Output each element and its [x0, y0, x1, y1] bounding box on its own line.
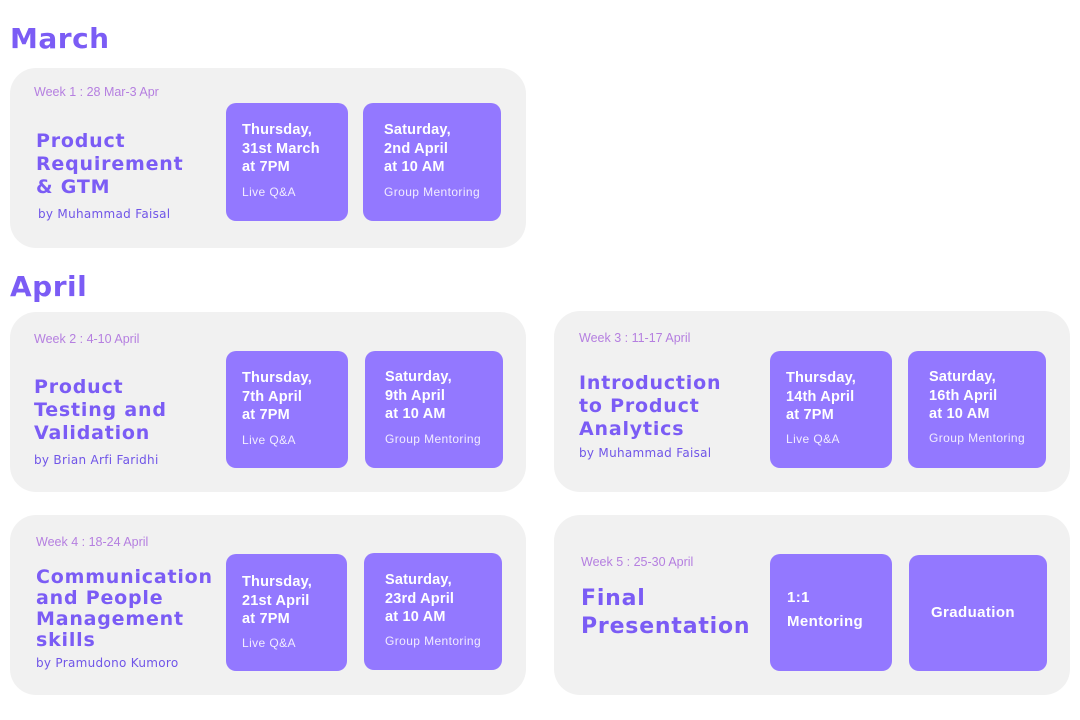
- event-type: Group Mentoring: [384, 185, 481, 199]
- event-type: Live Q&A: [242, 636, 296, 650]
- week-label: Week 4 : 18-24 April: [36, 535, 149, 549]
- event-date: Saturday, 16th April at 10 AM: [929, 369, 998, 422]
- session-title: Product Requirement & GTM: [36, 130, 184, 198]
- month-heading-march: March: [10, 22, 110, 55]
- week-card-5: Week 5 : 25-30 April Final Presentation …: [554, 515, 1070, 695]
- event-date: Thursday, 21st April at 7PM: [242, 574, 313, 627]
- week-card-1: Week 1 : 28 Mar-3 Apr Product Requiremen…: [10, 68, 526, 248]
- event-type: Live Q&A: [786, 432, 840, 446]
- session-title: Communication and People Management skil…: [36, 566, 213, 651]
- speaker-name: by Pramudono Kumoro: [36, 656, 179, 670]
- event-date: Saturday, 2nd April at 10 AM: [384, 122, 451, 175]
- month-heading-april: April: [10, 270, 88, 303]
- event-live-qa[interactable]: Thursday, 21st April at 7PM Live Q&A: [226, 554, 347, 671]
- speaker-name: by Brian Arfi Faridhi: [34, 453, 159, 467]
- event-type: Group Mentoring: [385, 432, 482, 446]
- event-live-qa[interactable]: Thursday, 7th April at 7PM Live Q&A: [226, 351, 348, 468]
- event-group-mentoring[interactable]: Saturday, 2nd April at 10 AM Group Mento…: [363, 103, 501, 221]
- week-card-4: Week 4 : 18-24 April Communication and P…: [10, 515, 526, 695]
- event-type: Group Mentoring: [385, 634, 482, 648]
- speaker-name: by Muhammad Faisal: [579, 446, 712, 460]
- session-title: Introduction to Product Analytics: [579, 372, 722, 440]
- event-date: Thursday, 7th April at 7PM: [242, 370, 313, 423]
- session-title: Final Presentation: [581, 586, 751, 639]
- event-group-mentoring[interactable]: Saturday, 16th April at 10 AM Group Ment…: [908, 351, 1046, 468]
- week-label: Week 1 : 28 Mar-3 Apr: [34, 85, 159, 99]
- event-live-qa[interactable]: Thursday, 14th April at 7PM Live Q&A: [770, 351, 892, 468]
- event-date: Saturday, 9th April at 10 AM: [385, 369, 452, 422]
- event-group-mentoring[interactable]: Saturday, 9th April at 10 AM Group Mento…: [365, 351, 503, 468]
- week-card-2: Week 2 : 4-10 April Product Testing and …: [10, 312, 526, 492]
- event-type: Live Q&A: [242, 185, 296, 199]
- event-date: Saturday, 23rd April at 10 AM: [385, 572, 455, 625]
- speaker-name: by Muhammad Faisal: [38, 207, 171, 221]
- event-type: Live Q&A: [242, 433, 296, 447]
- event-group-mentoring[interactable]: Saturday, 23rd April at 10 AM Group Ment…: [364, 553, 502, 670]
- event-live-qa[interactable]: Thursday, 31st March at 7PM Live Q&A: [226, 103, 348, 221]
- event-date: Thursday, 31st March at 7PM: [242, 122, 320, 175]
- week-label: Week 3 : 11-17 April: [579, 331, 691, 345]
- event-graduation[interactable]: Graduation: [909, 555, 1047, 671]
- session-title: Product Testing and Validation: [34, 376, 167, 444]
- event-one-on-one-mentoring[interactable]: 1:1 Mentoring: [770, 554, 892, 671]
- event-date: Thursday, 14th April at 7PM: [786, 370, 857, 423]
- event-type: Group Mentoring: [929, 431, 1026, 445]
- event-label: 1:1 Mentoring: [787, 589, 864, 630]
- week-card-3: Week 3 : 11-17 April Introduction to Pro…: [554, 311, 1070, 492]
- event-label: Graduation: [930, 604, 1015, 621]
- week-label: Week 2 : 4-10 April: [34, 332, 140, 346]
- week-label: Week 5 : 25-30 April: [581, 555, 694, 569]
